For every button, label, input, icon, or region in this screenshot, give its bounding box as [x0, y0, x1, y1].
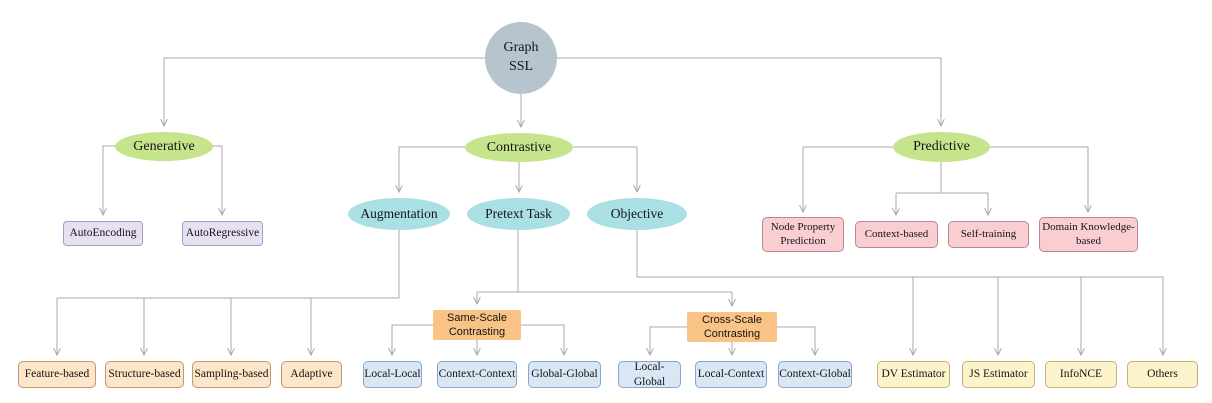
- node-local-local: Local-Local: [363, 361, 422, 388]
- node-dv-estimator: DV Estimator: [877, 361, 950, 388]
- node-contrastive: Contrastive: [465, 133, 573, 162]
- node-node-property-prediction: Node Property Prediction: [762, 217, 844, 252]
- node-augmentation: Augmentation: [348, 198, 450, 230]
- node-same-scale-contrasting: Same-Scale Contrasting: [433, 310, 521, 340]
- node-js-estimator: JS Estimator: [962, 361, 1035, 388]
- node-others: Others: [1127, 361, 1198, 388]
- edges-cross-scale: [650, 326, 815, 355]
- node-pretext-task: Pretext Task: [467, 198, 570, 230]
- edges-predictive: [803, 146, 1088, 215]
- node-adaptive: Adaptive: [281, 361, 342, 388]
- node-domain-knowledge-based: Domain Knowledge- based: [1039, 217, 1138, 252]
- edges-objective: [636, 230, 1163, 355]
- node-context-based: Context-based: [855, 221, 938, 248]
- node-graph-ssl: Graph SSL: [485, 22, 557, 94]
- node-context-context: Context-Context: [437, 361, 517, 388]
- node-local-context: Local-Context: [695, 361, 767, 388]
- node-cross-scale-contrasting: Cross-Scale Contrasting: [687, 312, 777, 342]
- node-autoregressive: AutoRegressive: [182, 221, 263, 246]
- node-local-global: Local-Global: [618, 361, 681, 388]
- edges-same-scale: [392, 324, 564, 355]
- node-structure-based: Structure-based: [105, 361, 184, 388]
- node-predictive: Predictive: [893, 132, 990, 162]
- node-global-global: Global-Global: [528, 361, 601, 388]
- node-objective: Objective: [587, 198, 687, 230]
- node-feature-based: Feature-based: [18, 361, 96, 388]
- node-sampling-based: Sampling-based: [192, 361, 271, 388]
- edges-generative: [103, 145, 222, 215]
- edges-pretext-task: [477, 230, 732, 306]
- edges-augmentation: [57, 230, 400, 355]
- node-infonce: InfoNCE: [1045, 361, 1117, 388]
- edges-contrastive: [399, 146, 637, 192]
- node-context-global: Context-Global: [778, 361, 852, 388]
- node-self-training: Self-training: [948, 221, 1029, 248]
- node-autoencoding: AutoEncoding: [63, 221, 143, 246]
- edges-root: [164, 57, 941, 127]
- node-generative: Generative: [115, 132, 213, 161]
